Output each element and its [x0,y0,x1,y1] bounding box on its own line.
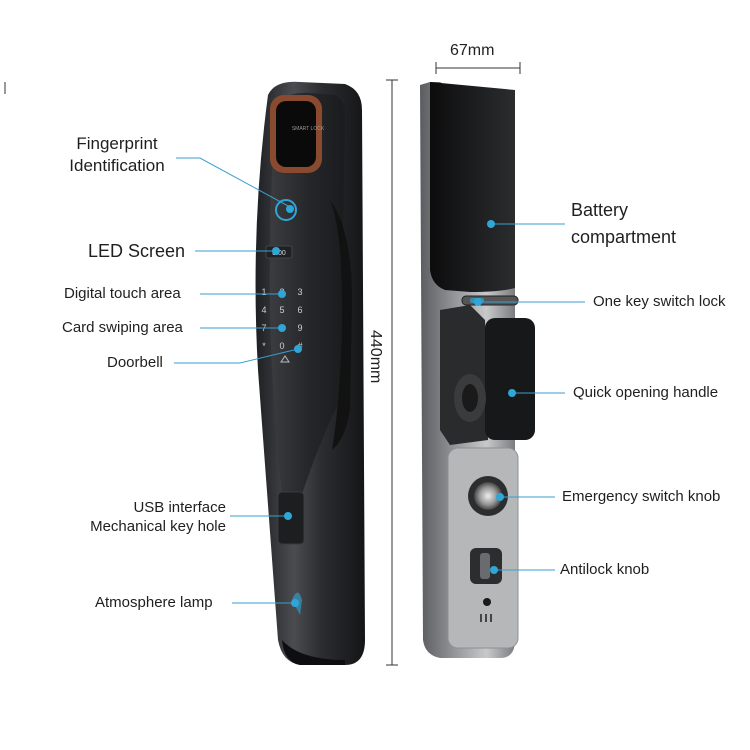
label-one-key-switch: One key switch lock [593,293,726,310]
label-doorbell: Doorbell [107,354,163,371]
key-star[interactable]: * [262,341,266,351]
brand-text: SMART LOCK [292,126,325,132]
label-quick-handle: Quick opening handle [573,384,719,401]
label-usb-keyhole: USB interface Mechanical key hole [90,499,226,535]
label-antilock-knob: Antilock knob [560,561,650,578]
label-emergency-knob: Emergency switch knob [562,488,721,505]
key-3[interactable]: 3 [297,287,302,297]
label-atmosphere-lamp: Atmosphere lamp [95,594,213,611]
doorbell-icon[interactable] [280,355,290,363]
key-5[interactable]: 5 [279,305,284,315]
label-battery: Battery compartment [571,200,677,247]
label-digital-touch: Digital touch area [64,285,181,302]
key-1[interactable]: 1 [261,287,266,297]
dimension-width [435,62,521,74]
dimension-height [386,79,398,666]
key-6[interactable]: 6 [297,305,302,315]
key-0[interactable]: 0 [279,341,284,351]
key-9[interactable]: 9 [297,323,302,333]
label-fingerprint: Fingerprint Identification [69,134,165,175]
label-led-screen: LED Screen [88,241,186,261]
key-4[interactable]: 4 [261,305,266,315]
dimension-height-label: 440mm [367,330,384,384]
front-lock-body [255,81,365,665]
callout-dots [272,205,516,607]
side-lock-body [420,82,535,658]
label-card-swiping: Card swiping area [62,319,183,336]
callout-lines [174,157,585,604]
dimension-width-label: 67mm [450,42,495,59]
fingerprint-sensor[interactable] [275,199,297,221]
